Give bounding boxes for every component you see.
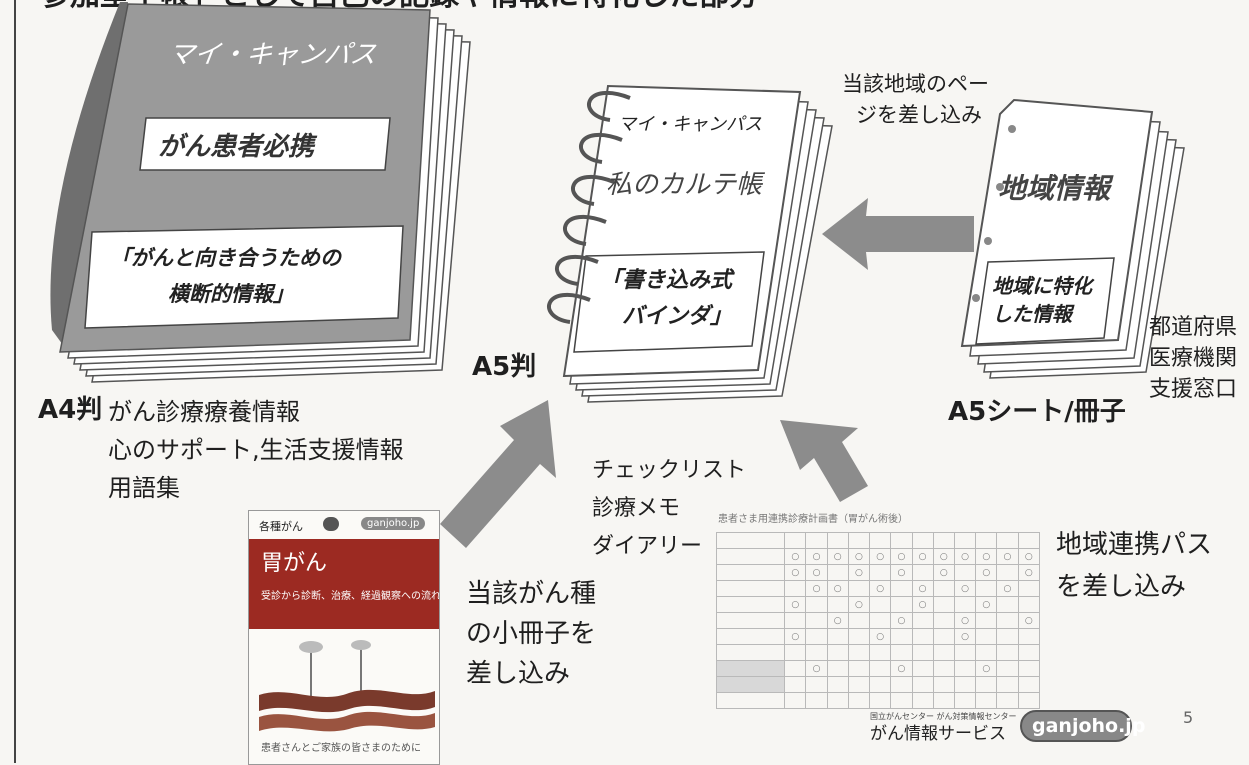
a4-info-box [84, 225, 404, 329]
pathway-grid: ○○○○○○○○○○○○ ○○○○○○○ ○○○○○○ ○○○○ ○○○○ ○○… [715, 532, 1041, 709]
regional-box-line1: 地域に特化 [992, 274, 1092, 298]
pathway-sheet-title: 患者さま用連携診療計画書（胃がん術後） [718, 514, 908, 525]
page-number: 5 [1183, 708, 1194, 727]
a5-info-box [573, 251, 765, 353]
regional-punch-holes [972, 125, 1016, 302]
a5-subtitle: 私のカルテ帳 [606, 170, 763, 200]
booklet-caption-line: 差し込み [466, 659, 571, 689]
booklet-title: 胃がん [261, 551, 328, 576]
a4-contents-list: がん診療療養情報 心のサポート,生活支援情報 用語集 [108, 393, 404, 507]
booklet-caption: 当該がん種 の小冊子を 差し込み [466, 574, 596, 694]
regional-box-line2: した情報 [992, 302, 1072, 326]
arrow-up-right-icon [440, 400, 556, 548]
a4-content-item: がん診療療養情報 [108, 398, 300, 426]
footer-badge: ganjoho.jp [1020, 710, 1145, 742]
footer-badge-text: ganjoho.jp [1032, 715, 1146, 737]
booklet-title-band: 胃がん 受診から診断、治療、経過観察への流れ [249, 539, 439, 629]
a4-spine [50, 2, 128, 352]
a4-content-item: 用語集 [108, 474, 180, 502]
booklet-thumbnail: 各種がん ganjoho.jp 胃がん 受診から診断、治療、経過観察への流れ 患… [248, 510, 440, 765]
regional-source-item: 都道府県 [1149, 315, 1238, 340]
a5-content-item: チェックリスト [592, 458, 747, 483]
pathway-caption-line: 地域連携パス [1056, 530, 1213, 560]
booklet-header: 各種がん ganjoho.jp [249, 511, 439, 539]
booklet-subtitle: 受診から診断、治療、経過観察への流れ [261, 591, 440, 602]
a5-content-item: 診療メモ [592, 496, 681, 521]
footer-org-line: 国立がんセンター がん対策情報センター [870, 712, 1017, 721]
booklet-header-left: 各種がん [259, 520, 303, 533]
booklet-caption-line: の小冊子を [466, 619, 597, 649]
arrow-left-icon [822, 198, 974, 270]
regional-insert-note-line2: ジを差し込み [856, 103, 982, 127]
booklet-header-badge: ganjoho.jp [361, 517, 426, 530]
a5-box-line2: バインダ」 [622, 304, 733, 329]
booklet-illustration [259, 640, 435, 732]
pathway-caption-line: を差し込み [1056, 572, 1187, 602]
regional-size-label: A5シート/冊子 [948, 397, 1126, 427]
a5-size-label: A5判 [472, 352, 537, 382]
footer-logo: 国立がんセンター がん対策情報センター がん情報サービス ganjoho.jp [862, 708, 1145, 748]
a5-content-item: ダイアリー [592, 534, 703, 559]
pathway-caption: 地域連携パス を差し込み [1056, 524, 1212, 608]
a5-box-line1: 「書き込み式 [600, 268, 733, 293]
pathway-sheet: 患者さま用連携診療計画書（胃がん術後） ○○○○○○○○○○○○ ○○○○○○○… [710, 514, 1041, 709]
a4-subtitle: がん患者必携 [158, 132, 315, 162]
regional-title: 地域情報 [998, 172, 1111, 205]
regional-source-item: 支援窓口 [1149, 377, 1238, 402]
booklet-footer: 患者さんとご家族の皆さまのために [261, 743, 421, 754]
slide-left-border [14, 0, 16, 763]
arrow-up-left-icon [780, 420, 868, 502]
booklet-caption-line: 当該がん種 [466, 579, 597, 609]
footer-service-name: がん情報サービス [870, 724, 1006, 744]
a4-box-line1: 「がんと向き合うための [110, 246, 341, 270]
a4-content-item: 心のサポート,生活支援情報 [108, 436, 404, 464]
a4-size-label: A4判 [38, 395, 103, 425]
regional-info-box [975, 257, 1115, 345]
a5-cover-title: マイ・キャンパス [618, 114, 762, 135]
a5-contents-list: チェックリスト 診療メモ ダイアリー [592, 452, 746, 566]
regional-sources-list: 都道府県 医療機関 支援窓口 [1149, 312, 1237, 405]
a5-binder-rings [547, 90, 631, 324]
a4-subtitle-box [139, 117, 391, 171]
regional-source-item: 医療機関 [1149, 346, 1238, 371]
regional-insert-note-line1: 当該地域のペー [842, 72, 989, 96]
a4-box-line2: 横断的情報」 [168, 282, 294, 306]
booklet-header-dot-icon [323, 517, 339, 531]
